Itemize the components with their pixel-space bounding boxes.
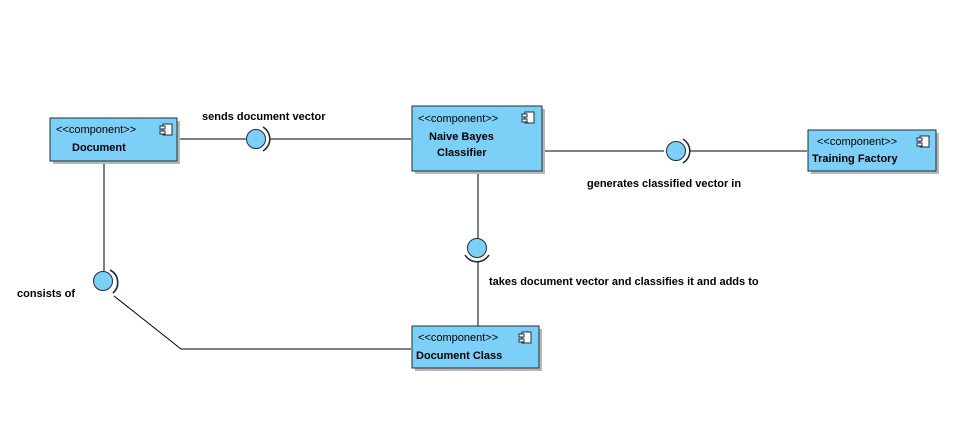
component-name: Document [72, 142, 126, 154]
component-box [411, 325, 540, 369]
component-document-class[interactable]: <<component>> Document Class [411, 325, 542, 371]
connector-label-takes: takes document vector and classifies it … [489, 276, 759, 288]
component-naive-bayes[interactable]: <<component>> Naive Bayes Classifier [411, 105, 545, 174]
interface-socket [464, 254, 490, 263]
interface-consists [93, 269, 119, 294]
interface-ball [246, 129, 266, 149]
wire-consists-document-class [113, 295, 411, 350]
component-name: Classifier [437, 147, 487, 159]
connector-label-sends: sends document vector [202, 111, 326, 123]
component-stereotype: <<component>> [418, 332, 498, 344]
component-icon [521, 111, 535, 124]
interface-socket [109, 269, 119, 294]
interface-takes [464, 238, 490, 263]
component-document[interactable]: <<component>> Document [49, 117, 180, 164]
component-stereotype: <<component>> [418, 113, 498, 125]
component-name: Document Class [416, 350, 502, 362]
connector-label-consists: consists of [17, 288, 75, 300]
component-name: Training Factory [812, 153, 898, 165]
component-box [49, 117, 178, 162]
component-stereotype: <<component>> [56, 124, 136, 136]
component-stereotype: <<component>> [817, 136, 897, 148]
component-icon [916, 135, 930, 148]
interface-socket [682, 138, 691, 164]
interface-ball [467, 238, 487, 258]
interface-socket [262, 126, 271, 152]
interface-ball [93, 271, 113, 291]
component-icon [159, 123, 173, 136]
connector-label-generates: generates classified vector in [587, 178, 741, 190]
component-training-factory[interactable]: <<component>> Training Factory [807, 129, 939, 174]
interface-generates [666, 138, 691, 164]
component-box [807, 129, 937, 172]
interface-ball [666, 141, 686, 161]
component-box [411, 105, 543, 172]
component-icon [518, 331, 532, 344]
component-name: Naive Bayes [429, 131, 494, 143]
interface-sends [246, 126, 271, 152]
